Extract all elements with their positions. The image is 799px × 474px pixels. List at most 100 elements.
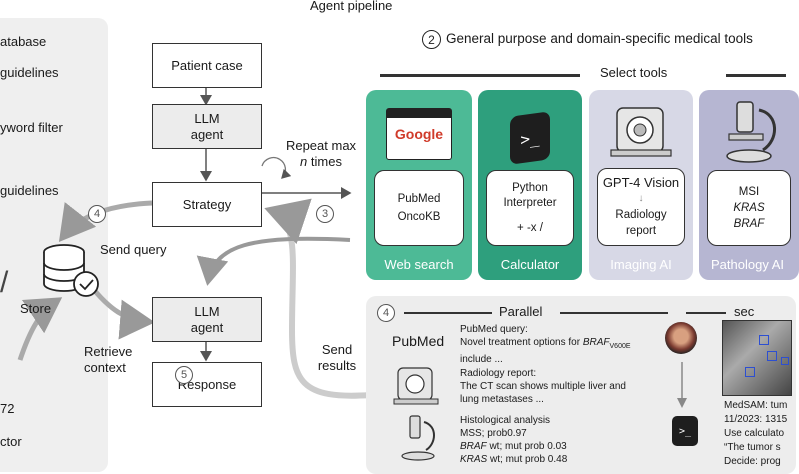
- llm-agent-bottom-line1: LLM: [194, 303, 220, 319]
- web-search-content: PubMed OncoKB: [374, 170, 464, 246]
- pipeline-title: Agent pipeline: [310, 0, 393, 13]
- flow-arrows: [17, 88, 371, 399]
- histology-braf: BRAF wt; mut prob 0.03: [460, 440, 567, 453]
- left-item-database: atabase: [0, 34, 47, 49]
- results-step4-circle: 4: [377, 304, 395, 322]
- select-tools-bar-left: [380, 74, 580, 77]
- pubmed-query-block: PubMed query: Novel treatment options fo…: [460, 323, 631, 366]
- repeat-line1: Repeat max: [285, 138, 357, 153]
- retrieve-line1: Retrieve: [84, 344, 133, 359]
- histology-mss: MSS; prob0.97: [460, 428, 527, 439]
- section2-number: 2: [422, 30, 441, 49]
- llm-agent-top-line2: agent: [190, 126, 224, 142]
- tool-card-imaging-ai: GPT-4 Vision ↓ Radiology report Imaging …: [589, 90, 693, 280]
- strategy-box: Strategy: [152, 182, 262, 227]
- histology-kras-gene: KRAS: [460, 454, 488, 465]
- pathology-line-2: KRAS: [733, 202, 765, 214]
- retrieve-line2: context: [84, 360, 126, 375]
- seq-line-1: MedSAM: tum: [724, 400, 788, 411]
- microscope-small-icon: [401, 415, 435, 461]
- calculator-content: Python Interpreter + -x /: [486, 170, 574, 246]
- tool-card-calculator: >_ Python Interpreter + -x / Calculator: [478, 90, 582, 280]
- ct-scan-image: [722, 320, 792, 396]
- repeat-times: times: [307, 154, 342, 169]
- ct-slice-thumbnail: [665, 322, 697, 354]
- histology-block: Histological analysis MSS; prob0.97 BRAF…: [460, 414, 567, 466]
- web-search-line-2: OncoKB: [397, 211, 441, 223]
- slash-mark: /: [0, 266, 9, 299]
- histology-kras: KRAS wt; mut prob 0.48: [460, 453, 567, 466]
- tool-card-pathology-ai: MSI KRAS BRAF Pathology AI: [699, 90, 799, 280]
- imaging-line-3: report: [625, 225, 657, 237]
- llm-agent-top-line1: LLM: [194, 110, 220, 126]
- left-item-keyword-filter: yword filter: [0, 120, 63, 135]
- response-box: Response: [152, 362, 262, 407]
- left-item-guidelines: guidelines: [0, 65, 59, 80]
- sequential-label: sec: [734, 304, 755, 319]
- pubmed-query-text2: include ...: [460, 354, 503, 365]
- step3-circle: 3: [316, 205, 334, 223]
- left-item-72: 72: [0, 401, 15, 416]
- pathology-line-1: MSI: [738, 186, 760, 198]
- repeat-line2: n times: [282, 154, 360, 170]
- histology-braf-gene: BRAF: [460, 441, 487, 452]
- imaging-line-2: Radiology: [615, 209, 667, 221]
- seq-line-2: 11/2023: 1315: [724, 414, 788, 425]
- repeat-n: n: [300, 154, 308, 169]
- pubmed-query-text1: Novel treatment options for: [460, 337, 583, 348]
- pubmed-query-sub: V600E: [609, 343, 631, 350]
- parallel-label: Parallel: [499, 304, 543, 319]
- calculator-line-4: + -x /: [517, 221, 543, 234]
- pubmed-query-braf: BRAF: [582, 337, 610, 348]
- send-results-line1: Send: [321, 342, 353, 357]
- patient-case-box: Patient case: [152, 43, 262, 88]
- web-search-line-1: PubMed: [397, 193, 441, 205]
- database-icon: [43, 244, 99, 297]
- ct-scanner-small-icon: [393, 367, 439, 405]
- pathology-title: Pathology AI: [711, 257, 784, 272]
- ct-scanner-icon: [610, 107, 672, 157]
- imaging-title: Imaging AI: [610, 257, 672, 272]
- parallel-bar-left: [404, 312, 492, 314]
- send-query-label: Send query: [100, 242, 167, 257]
- sequence-arrow: [677, 362, 687, 408]
- select-tools-bar-right: [726, 74, 786, 77]
- step4-circle: 4: [88, 205, 106, 223]
- calculator-title: Calculator: [500, 257, 560, 272]
- imaging-content: GPT-4 Vision ↓ Radiology report: [597, 168, 685, 246]
- calculator-line-1: Python: [512, 181, 548, 194]
- microscope-icon: [726, 101, 776, 163]
- browser-window-icon: Google: [386, 108, 452, 160]
- pubmed-query-text: Novel treatment options for BRAFV600E: [460, 336, 631, 353]
- pubmed-query-title: PubMed query:: [460, 324, 528, 335]
- radiology-text1: The CT scan shows multiple liver and: [460, 381, 626, 392]
- send-results-line2: results: [317, 358, 357, 373]
- pathology-line-3: BRAF: [733, 218, 765, 230]
- tool-card-web-search: Google PubMed OncoKB Web search: [366, 90, 472, 280]
- google-logo: Google: [394, 126, 444, 142]
- repeat-label: Repeat max n times: [282, 138, 360, 170]
- llm-agent-box-bottom: LLM agent: [152, 297, 262, 342]
- calculator-line-2: Interpreter: [503, 196, 557, 209]
- imaging-line-1: GPT-4 Vision: [602, 175, 680, 190]
- radiology-title: Radiology report:: [460, 368, 537, 379]
- section2-title: General purpose and domain-specific medi…: [446, 31, 753, 46]
- sequential-bar-left: [686, 312, 726, 314]
- seq-line-3: Use calculato: [724, 428, 785, 439]
- seq-line-5: Decide: prog: [724, 456, 781, 467]
- llm-agent-box-top: LLM agent: [152, 104, 262, 149]
- llm-agent-bottom-line2: agent: [190, 319, 224, 335]
- send-results-label: Send results: [312, 342, 362, 374]
- step5-circle-visible: 5: [175, 366, 193, 384]
- radiology-text2: lung metastases ...: [460, 394, 544, 405]
- left-item-guidelines-2: guidelines: [0, 183, 59, 198]
- store-label: Store: [20, 301, 52, 316]
- histology-kras-rest: wt; mut prob 0.48: [487, 454, 568, 465]
- terminal-icon: >_: [510, 111, 550, 165]
- select-tools-label: Select tools: [600, 65, 668, 80]
- parallel-bar-right: [560, 312, 668, 314]
- histology-braf-rest: wt; mut prob 0.03: [486, 441, 567, 452]
- left-item-vector: ctor: [0, 434, 22, 449]
- pubmed-label: PubMed: [392, 333, 445, 349]
- radiology-block: Radiology report: The CT scan shows mult…: [460, 367, 626, 406]
